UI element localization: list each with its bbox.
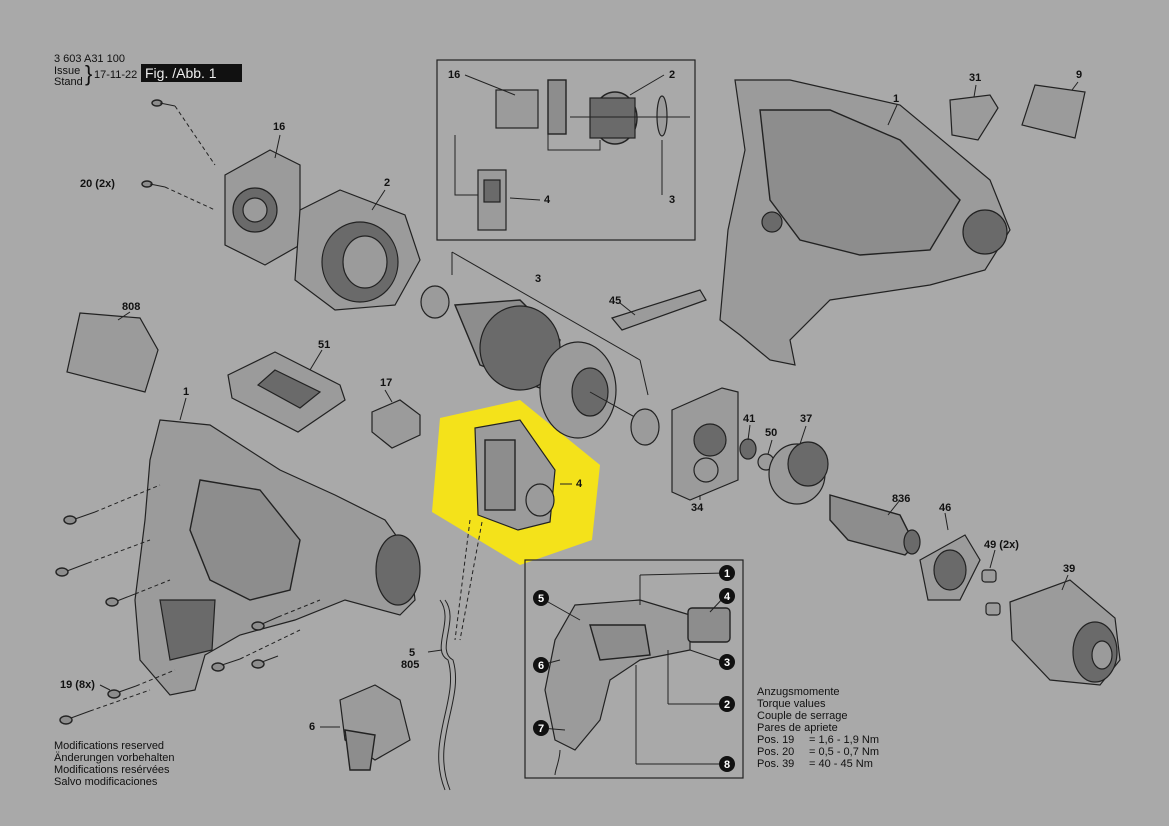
torque-row: Pos. 20 = 0,5 - 0,7 Nm xyxy=(757,746,879,758)
figure-tag: Fig. /Abb. 1 xyxy=(141,64,242,82)
torque-title: Couple de serrage xyxy=(757,710,848,722)
callout-6: 6 xyxy=(533,657,549,673)
label-1-top: 1 xyxy=(893,93,900,105)
part-34-plate xyxy=(671,387,739,501)
label-4: 4 xyxy=(576,478,583,490)
svg-text:7: 7 xyxy=(538,723,544,735)
label-805: 805 xyxy=(401,659,420,671)
torque-pos: Pos. 20 xyxy=(757,746,795,758)
svg-text:3: 3 xyxy=(724,657,730,669)
torque-pos: Pos. 19 xyxy=(757,734,795,746)
label-31: 31 xyxy=(969,72,982,84)
issue-date: 17-11-22 xyxy=(94,69,138,81)
part-45 xyxy=(610,289,707,331)
part-17 xyxy=(371,389,421,449)
svg-text:6: 6 xyxy=(538,660,544,672)
callout-3: 3 xyxy=(719,654,735,670)
label-1-main: 1 xyxy=(183,386,190,398)
label-45: 45 xyxy=(609,295,622,307)
label-49: 49 (2x) xyxy=(984,539,1019,551)
inset-bottom-drill xyxy=(540,572,731,776)
callout-1: 1 xyxy=(719,565,735,581)
part-31 xyxy=(949,84,999,141)
brace-glyph: } xyxy=(85,61,93,86)
torque-title: Torque values xyxy=(757,698,826,710)
label-16: 16 xyxy=(273,121,286,133)
torque-row: Pos. 19 = 1,6 - 1,9 Nm xyxy=(757,734,879,746)
inset-top-label-2: 2 xyxy=(669,69,676,81)
part-49-pins xyxy=(981,549,1001,616)
inset-top-label-4: 4 xyxy=(544,194,551,206)
part-16-brush-holder xyxy=(224,134,301,266)
part-1-main-housing xyxy=(134,397,421,696)
part-51-cover xyxy=(227,349,346,433)
torque-value: = 0,5 - 0,7 Nm xyxy=(809,746,880,758)
part-6 xyxy=(320,684,411,771)
torque-row: Pos. 39 = 40 - 45 Nm xyxy=(757,758,879,770)
torque-pos: Pos. 39 xyxy=(757,758,795,770)
part-37-gear xyxy=(768,425,829,505)
svg-text:4: 4 xyxy=(724,591,731,603)
label-39: 39 xyxy=(1063,563,1076,575)
part-1-top-housing xyxy=(719,79,1011,366)
callout-7: 7 xyxy=(533,720,549,736)
part-5-cable xyxy=(427,599,457,791)
svg-text:5: 5 xyxy=(538,593,544,605)
inset-top-label-3: 3 xyxy=(669,194,676,206)
label-2: 2 xyxy=(384,177,391,189)
label-3: 3 xyxy=(535,273,542,285)
label-808: 808 xyxy=(122,301,141,313)
note-line: Salvo modificaciones xyxy=(54,776,158,788)
label-5: 5 xyxy=(409,647,416,659)
part-4-switch xyxy=(454,419,572,641)
callout-2: 2 xyxy=(719,696,735,712)
callout-5: 5 xyxy=(533,590,549,606)
svg-text:2: 2 xyxy=(724,699,730,711)
note-line: Änderungen vorbehalten xyxy=(54,752,175,764)
torque-title: Anzugsmomente xyxy=(757,686,840,698)
label-20: 20 (2x) xyxy=(80,178,115,190)
issue-label: Issue xyxy=(54,65,81,77)
label-37: 37 xyxy=(800,413,813,425)
part-41 xyxy=(739,438,757,460)
torque-value: = 40 - 45 Nm xyxy=(809,758,873,770)
torque-table: Anzugsmomente Torque values Couple de se… xyxy=(757,686,879,770)
label-836: 836 xyxy=(892,493,911,505)
part-3-armature xyxy=(420,251,660,446)
svg-text:8: 8 xyxy=(724,759,730,771)
inset-top-frame xyxy=(436,59,696,241)
label-50: 50 xyxy=(765,427,778,439)
torque-value: = 1,6 - 1,9 Nm xyxy=(809,734,880,746)
stand-label: Stand xyxy=(54,76,83,88)
label-9: 9 xyxy=(1076,69,1083,81)
note-line: Modifications resérvées xyxy=(54,764,170,776)
part-46-ring xyxy=(919,512,981,601)
label-51: 51 xyxy=(318,339,331,351)
screw-top xyxy=(151,99,216,166)
inset-top-assembly xyxy=(454,74,690,231)
part-9-label xyxy=(1021,84,1086,139)
torque-title: Pares de apriete xyxy=(757,722,838,734)
label-6: 6 xyxy=(309,721,316,733)
label-34: 34 xyxy=(691,502,704,514)
label-46: 46 xyxy=(939,502,952,514)
part-39-chuck xyxy=(1009,574,1121,686)
part-2-stator xyxy=(294,189,421,311)
callout-4: 4 xyxy=(719,588,735,604)
label-17: 17 xyxy=(380,377,393,389)
screws-19 xyxy=(55,484,321,725)
part-808-label xyxy=(66,312,159,393)
screw-20 xyxy=(141,180,216,211)
inset-top-label-16: 16 xyxy=(448,69,461,81)
inset-bottom-frame xyxy=(524,559,744,779)
note-line: Modifications reserved xyxy=(54,740,165,752)
svg-text:1: 1 xyxy=(724,568,730,580)
label-19: 19 (8x) xyxy=(60,679,95,691)
callout-8: 8 xyxy=(719,756,735,772)
document-number: 3 603 A31 100 xyxy=(54,53,125,65)
label-41: 41 xyxy=(743,413,756,425)
modifications-notes: Modifications reserved Änderungen vorbeh… xyxy=(54,740,174,788)
part-836-spindle xyxy=(829,494,921,556)
